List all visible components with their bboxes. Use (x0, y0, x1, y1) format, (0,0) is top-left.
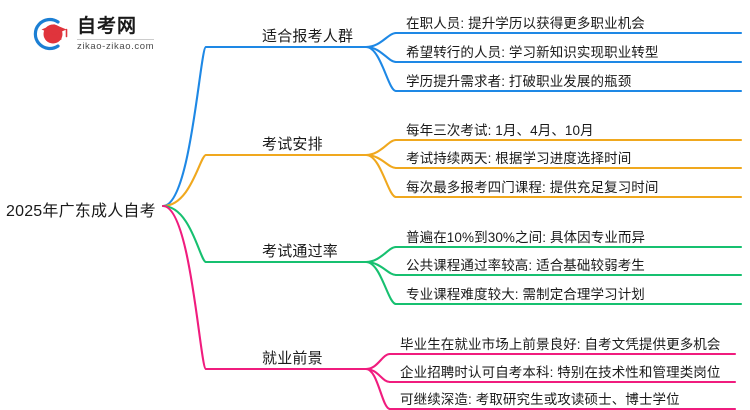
logo-domain: zikao-zikao.com (77, 40, 155, 52)
mindmap-leaf-3-1[interactable]: 普遍在10%到30%之间: 具体因专业而异 (406, 230, 646, 245)
mindmap-branch-1[interactable]: 适合报考人群 (262, 28, 354, 45)
mindmap-leaf-1-3[interactable]: 学历提升需求者: 打破职业发展的瓶颈 (406, 74, 632, 89)
site-logo: 自考网 zikao-zikao.com (28, 12, 178, 56)
mindmap-leaf-2-3[interactable]: 每次最多报考四门课程: 提供充足复习时间 (406, 180, 659, 195)
mindmap-leaf-1-1[interactable]: 在职人员: 提升学历以获得更多职业机会 (406, 16, 645, 31)
mindmap-leaf-2-2[interactable]: 考试持续两天: 根据学习进度选择时间 (406, 151, 632, 166)
mindmap-leaf-4-3[interactable]: 可继续深造: 考取研究生或攻读硕士、博士学位 (400, 392, 680, 407)
mindmap-branch-2[interactable]: 考试安排 (262, 136, 323, 153)
mindmap-leaf-3-3[interactable]: 专业课程难度较大: 需制定合理学习计划 (406, 287, 645, 302)
mindmap-root-node[interactable]: 2025年广东成人自考 (6, 203, 156, 220)
logo-divider (77, 38, 155, 40)
mindmap-leaf-4-2[interactable]: 企业招聘时认可自考本科: 特别在技术性和管理类岗位 (400, 365, 721, 380)
mindmap-branch-3[interactable]: 考试通过率 (262, 243, 339, 260)
logo-title: 自考网 (77, 15, 138, 37)
mindmap-branch-4[interactable]: 就业前景 (262, 350, 323, 367)
logo-text: 自考网 zikao-zikao.com (77, 15, 155, 52)
mindmap-leaf-3-2[interactable]: 公共课程通过率较高: 适合基础较弱考生 (406, 258, 645, 273)
mindmap-leaf-4-1[interactable]: 毕业生在就业市场上前景良好: 自考文凭提供更多机会 (400, 337, 721, 352)
zikao-logo-mark-icon (28, 15, 70, 53)
mindmap-leaf-1-2[interactable]: 希望转行的人员: 学习新知识实现职业转型 (406, 45, 659, 60)
mindmap-leaf-2-1[interactable]: 每年三次考试: 1月、4月、10月 (406, 123, 594, 138)
